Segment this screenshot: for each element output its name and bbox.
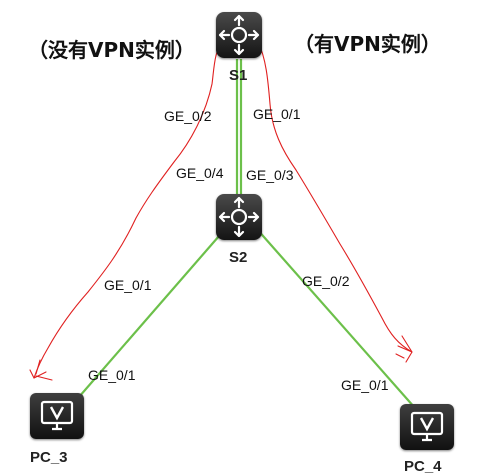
port-label-s2-right: GE_0/2 bbox=[302, 273, 350, 289]
port-label-s2-top-left: GE_0/4 bbox=[176, 165, 224, 181]
port-label-s2-top-right: GE_0/3 bbox=[246, 167, 294, 183]
links bbox=[71, 59, 416, 409]
device-label-s1: S1 bbox=[229, 67, 248, 84]
path-right bbox=[257, 41, 413, 353]
switch-s2[interactable] bbox=[216, 194, 262, 240]
device-label-pc4: PC_4 bbox=[404, 458, 442, 475]
switch-s1[interactable] bbox=[216, 12, 262, 58]
link-s2-pc3 bbox=[71, 227, 227, 406]
device-label-pc3: PC_3 bbox=[30, 449, 68, 466]
pc-3[interactable] bbox=[30, 393, 84, 439]
switch-router-icon bbox=[218, 14, 260, 56]
port-label-s1-right: GE_0/1 bbox=[253, 106, 301, 122]
device-label-s2: S2 bbox=[229, 249, 248, 266]
switch-router-icon bbox=[218, 196, 260, 238]
port-label-pc4: GE_0/1 bbox=[341, 377, 389, 393]
port-label-pc3: GE_0/1 bbox=[88, 367, 136, 383]
port-label-s1-left: GE_0/2 bbox=[164, 108, 212, 124]
path-left-arrow bbox=[29, 359, 53, 381]
annotation-with-vpn-instance: （有VPN实例） bbox=[294, 32, 441, 56]
pc-monitor-icon bbox=[410, 411, 444, 442]
path-right-arrow bbox=[395, 335, 413, 363]
link-s2-pc4 bbox=[255, 227, 416, 409]
pc-monitor-icon bbox=[40, 400, 74, 431]
pc-4[interactable] bbox=[400, 404, 454, 450]
port-label-s2-left: GE_0/1 bbox=[104, 277, 152, 293]
annotation-no-vpn-instance: （没有VPN实例） bbox=[28, 38, 195, 62]
